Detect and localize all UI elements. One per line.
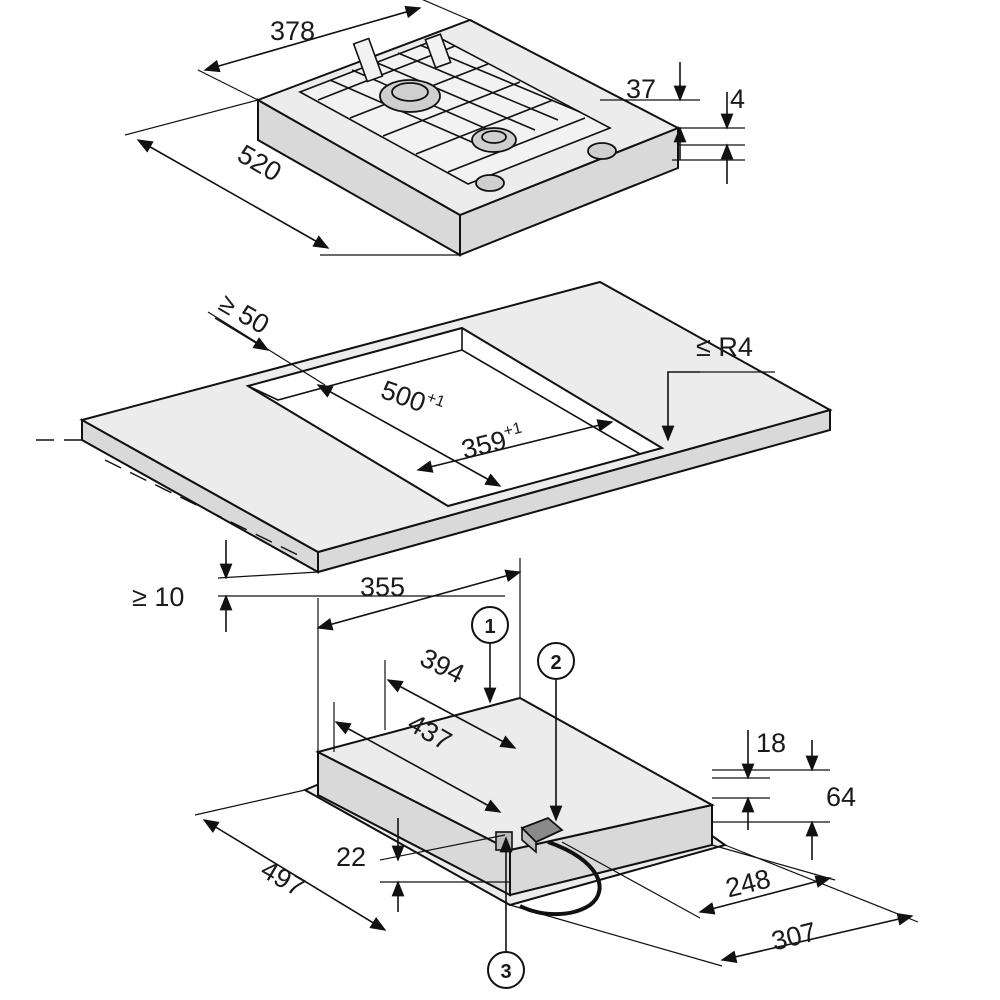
dim-18: 18 [712,728,786,830]
dim-18-text: 18 [756,728,786,758]
dim-394-text: 394 [415,643,469,690]
dim-cutout-width-tol-text: +1 [502,420,524,441]
underside-drawing [302,696,728,917]
dim-497-text: 497 [256,854,310,903]
callout-2-text: 2 [550,652,561,674]
callout-1: 1 [471,606,509,704]
dim-hob-height: 37 4 [600,62,745,184]
dim-hob-width-text: 378 [270,16,315,46]
dim-hob-width: 378 [197,0,471,101]
dim-22-text: 22 [336,842,366,872]
knob-icon [587,142,617,160]
dim-radius-text: ≤ R4 [696,332,753,362]
callout-2: 2 [537,642,575,822]
cable-icon [519,840,602,917]
hob-drawing [255,18,681,257]
dim-248-text: 248 [723,863,774,903]
dim-hob-height-total-text: 37 [626,74,656,104]
callout-1-text: 1 [484,616,495,638]
dim-307-text: 307 [768,916,819,956]
dim-cutout-depth-tol-text: +1 [424,389,447,411]
dim-355: 355 [316,558,522,752]
dim-min-edge-text: ≥ 50 [214,288,274,340]
hob-grates [298,33,612,185]
dim-min-clearance: ≥ 10 [132,540,505,632]
worktop-drawing [30,280,833,574]
knob-icon [475,174,505,192]
dim-64: 64 [712,740,856,860]
dim-radius: ≤ R4 [661,332,775,442]
dim-64-text: 64 [826,782,856,812]
dim-22: 22 [336,818,510,912]
callout-3-text: 3 [500,961,511,983]
dim-355-text: 355 [360,572,405,602]
callout-3: 3 [487,836,525,989]
dim-min-clearance-text: ≥ 10 [132,582,184,612]
dim-hob-height-frame-text: 4 [730,84,745,114]
